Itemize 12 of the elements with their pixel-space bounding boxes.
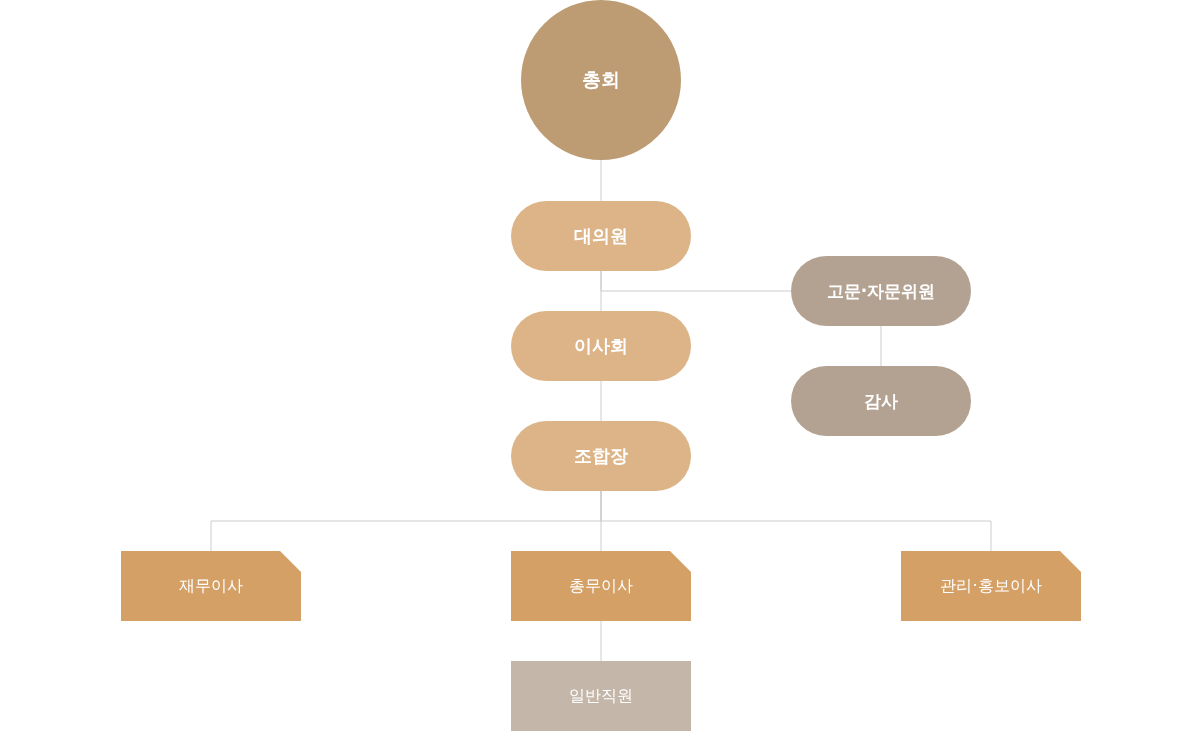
rounded-box: 이사회 [511,311,691,381]
rounded-box: 대의원 [511,201,691,271]
circle-node: 총회 [521,0,681,160]
rounded-box: 고문·자문위원 [791,256,971,326]
folder-box: 총무이사 [511,551,691,621]
rounded-box: 조합장 [511,421,691,491]
connector-line [600,490,992,552]
folder-box: 관리·홍보이사 [901,551,1081,621]
folder-box: 재무이사 [121,551,301,621]
connector-line [600,270,792,292]
rounded-box: 감사 [791,366,971,436]
box: 일반직원 [511,661,691,731]
